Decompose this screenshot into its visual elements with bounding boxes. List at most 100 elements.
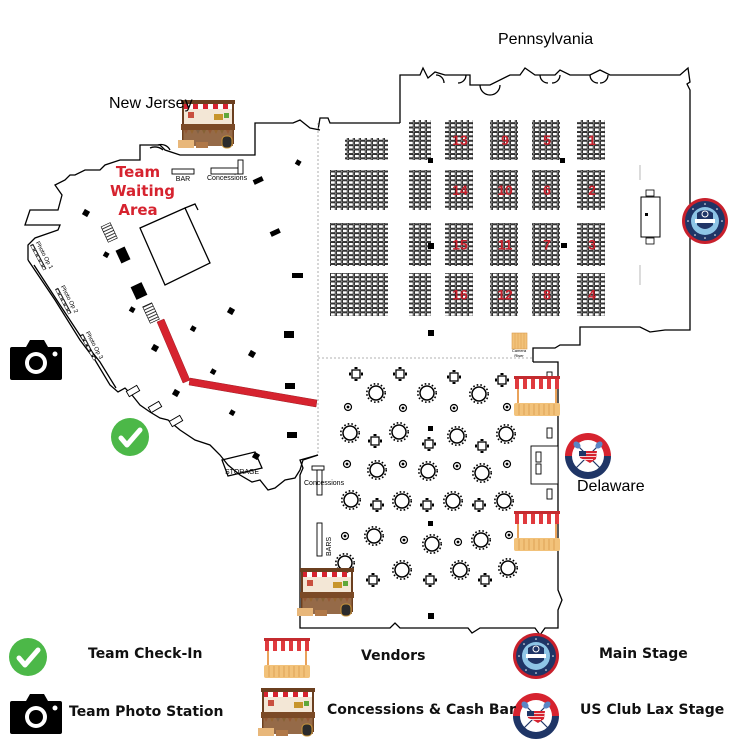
cocktail-table <box>398 403 408 413</box>
seating-block <box>445 170 473 210</box>
round-table <box>493 490 515 512</box>
round-table <box>449 559 471 581</box>
cocktail-table <box>342 459 352 469</box>
concession-stand-icon-de <box>296 567 355 617</box>
cocktail-table <box>340 531 350 541</box>
seating-section-number: 10 <box>497 182 513 198</box>
seating-block <box>490 273 518 316</box>
nj-concessions-counter: Concessions <box>207 159 248 182</box>
legend-camera-icon <box>10 694 62 734</box>
square-table <box>348 366 364 382</box>
seating-block <box>445 273 473 316</box>
round-table <box>497 557 519 579</box>
svg-text:Concessions: Concessions <box>304 480 345 487</box>
seating-section-number: 4 <box>588 287 596 303</box>
seating-block <box>490 120 518 160</box>
seating-block <box>577 273 605 316</box>
seating-block <box>490 223 518 266</box>
team-waiting-barrier <box>156 318 318 408</box>
cocktail-table <box>504 530 514 540</box>
square-table <box>419 497 435 513</box>
round-table <box>366 459 388 481</box>
pa-stage-platform <box>639 165 661 285</box>
square-table <box>474 438 490 454</box>
seating-block <box>445 120 473 160</box>
seating-section-number: 14 <box>452 182 468 198</box>
legend-label-team-checkin: Team Check-In <box>88 646 203 662</box>
photo-op-2: Photo Op 2 <box>55 285 79 315</box>
legend-label-us-club-lax-stage: US Club Lax Stage <box>580 702 725 718</box>
square-table <box>446 369 462 385</box>
legend-label-team-photo-station: Team Photo Station <box>69 704 224 720</box>
seating-section-number: 3 <box>588 237 596 253</box>
seating-section-number: 15 <box>452 237 468 253</box>
seating-block <box>345 138 388 160</box>
seating-section-number: 7 <box>543 237 551 253</box>
banquet-tables <box>334 366 519 588</box>
seating-section-number: 11 <box>498 237 513 253</box>
seating-block <box>577 170 605 210</box>
round-table <box>417 460 439 482</box>
seating-section-number: 6 <box>543 182 551 198</box>
round-table <box>365 382 387 404</box>
cocktail-table <box>502 459 512 469</box>
svg-text:BARS: BARS <box>326 537 333 556</box>
square-table <box>477 572 493 588</box>
seating-block <box>409 223 431 266</box>
square-table <box>392 366 408 382</box>
nj-bar-counter: BAR <box>171 168 195 183</box>
camera-riser: Camera Riser <box>511 332 528 358</box>
square-table <box>421 436 437 452</box>
camera-riser-label-1: Camera <box>512 348 527 353</box>
legend-concession-stand-icon <box>257 687 316 737</box>
cocktail-table <box>449 403 459 413</box>
vendor-stall-icon-2 <box>513 510 561 552</box>
cocktail-table <box>398 459 408 469</box>
room-label-pennsylvania: Pennsylvania <box>498 31 594 48</box>
seating-block <box>532 273 560 316</box>
seating-block <box>532 120 560 160</box>
square-table <box>422 572 438 588</box>
room-label-new-jersey: New Jersey <box>109 95 193 112</box>
round-table <box>468 383 490 405</box>
svg-text:Concessions: Concessions <box>207 175 248 182</box>
seating-section-number: 1 <box>588 132 596 148</box>
cocktail-table <box>502 402 512 412</box>
columns <box>81 158 567 619</box>
legend-label-concessions-cash-bar: Concessions & Cash Bar <box>327 702 516 718</box>
seating-block <box>445 223 473 266</box>
round-table <box>363 525 385 547</box>
storage-label: STORAGE <box>225 469 259 476</box>
partition-lines <box>317 123 533 455</box>
round-table <box>446 425 468 447</box>
seating-section-number: 9 <box>501 132 509 148</box>
vendor-stall-icon-1 <box>513 375 561 417</box>
square-table <box>494 372 510 388</box>
cocktail-table <box>343 402 353 412</box>
seating-block <box>577 223 605 266</box>
de-stage-platform <box>530 371 559 500</box>
legend-label-main-stage: Main Stage <box>599 646 688 662</box>
seating-block <box>330 170 388 210</box>
seating-block <box>532 170 560 210</box>
venue-walls <box>24 66 691 637</box>
camera-riser-label-2: Riser <box>514 353 524 358</box>
svg-text:BAR: BAR <box>176 176 190 183</box>
room-label-delaware: Delaware <box>577 478 645 495</box>
square-table <box>369 497 385 513</box>
checkin-tables <box>125 384 184 428</box>
seating-block <box>330 273 388 316</box>
de-bars-counter: BARS <box>316 522 333 557</box>
legend-us-club-lax-logo-icon <box>512 692 560 740</box>
seating-section-number: 13 <box>452 132 468 148</box>
round-table <box>391 559 413 581</box>
round-table <box>340 489 362 511</box>
seating-block <box>577 120 605 160</box>
round-table <box>388 421 410 443</box>
round-table <box>421 533 443 555</box>
legend-checkmark-icon <box>9 638 47 676</box>
seating-block <box>490 170 518 210</box>
photo-op-3: Photo Op 3 <box>80 331 104 361</box>
seating-block <box>409 170 431 210</box>
round-table <box>471 462 493 484</box>
